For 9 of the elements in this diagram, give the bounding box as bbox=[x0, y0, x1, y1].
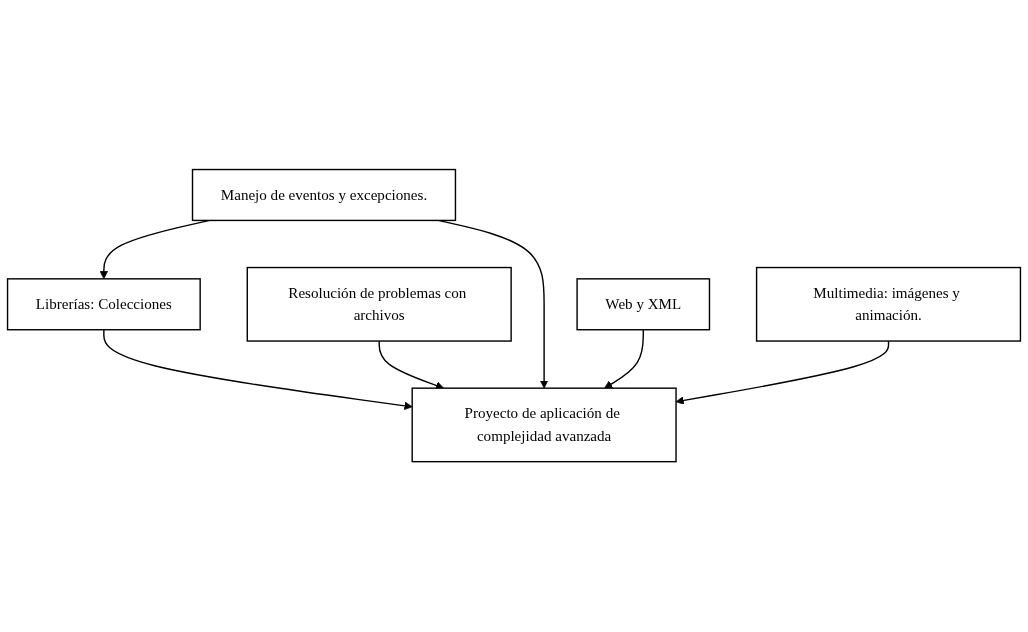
node-box: Proyecto de aplicación de complejidad avanzada bbox=[411, 387, 677, 463]
arrow bbox=[378, 340, 444, 390]
node-box: Librerías: Colecciones bbox=[6, 278, 201, 331]
node-box: Web y XML bbox=[576, 278, 711, 331]
node-box: Resolución de problemas con archivos bbox=[246, 267, 512, 343]
arrow bbox=[604, 329, 644, 389]
node-box: Manejo de eventos y excepciones. bbox=[191, 169, 457, 222]
arrow bbox=[103, 329, 413, 411]
node-box: Multimedia: imágenes y animación. bbox=[755, 267, 1022, 343]
